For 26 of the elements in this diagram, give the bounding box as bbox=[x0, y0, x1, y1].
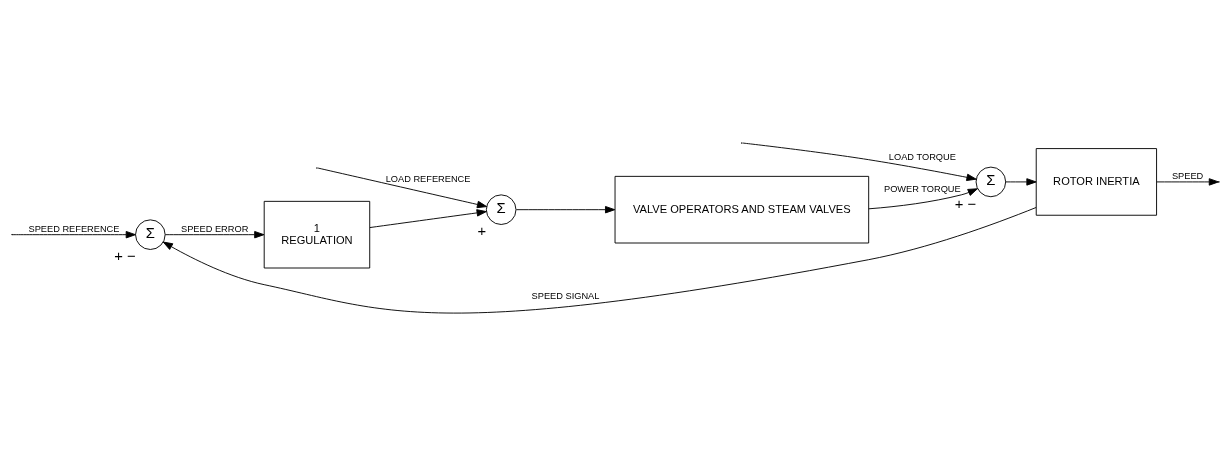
edge-label: LOAD TORQUE bbox=[888, 151, 956, 162]
arrow bbox=[742, 142, 977, 181]
arrow bbox=[317, 167, 488, 209]
node-box: 1 REGULATION bbox=[263, 200, 371, 269]
edge-label: LOAD REFERENCE bbox=[385, 173, 471, 184]
arrow bbox=[369, 209, 487, 228]
edge-label: POWER TORQUE bbox=[883, 184, 961, 195]
edge-label: SPEED SIGNAL bbox=[531, 291, 600, 302]
node-circle: Σ bbox=[485, 194, 517, 225]
edge-label: SPEED ERROR bbox=[181, 223, 249, 234]
node-label: + − bbox=[954, 195, 977, 212]
node-label: + − bbox=[114, 248, 136, 265]
arrow bbox=[868, 188, 978, 210]
arrow bbox=[1156, 178, 1219, 186]
node-circle: Σ bbox=[975, 166, 1007, 198]
arrow bbox=[1005, 178, 1037, 186]
arrow bbox=[12, 230, 136, 239]
edge-label: SPEED REFERENCE bbox=[28, 223, 120, 234]
arrow bbox=[515, 206, 616, 214]
node-box: VALVE OPERATORS AND STEAM VALVES bbox=[614, 175, 870, 244]
arrow bbox=[162, 207, 1037, 314]
node-circle: Σ bbox=[135, 219, 166, 250]
node-box: ROTOR INERTIA bbox=[1035, 148, 1158, 216]
node-label: + bbox=[477, 223, 487, 240]
edge-label: SPEED bbox=[1171, 171, 1204, 182]
arrow bbox=[164, 230, 265, 239]
